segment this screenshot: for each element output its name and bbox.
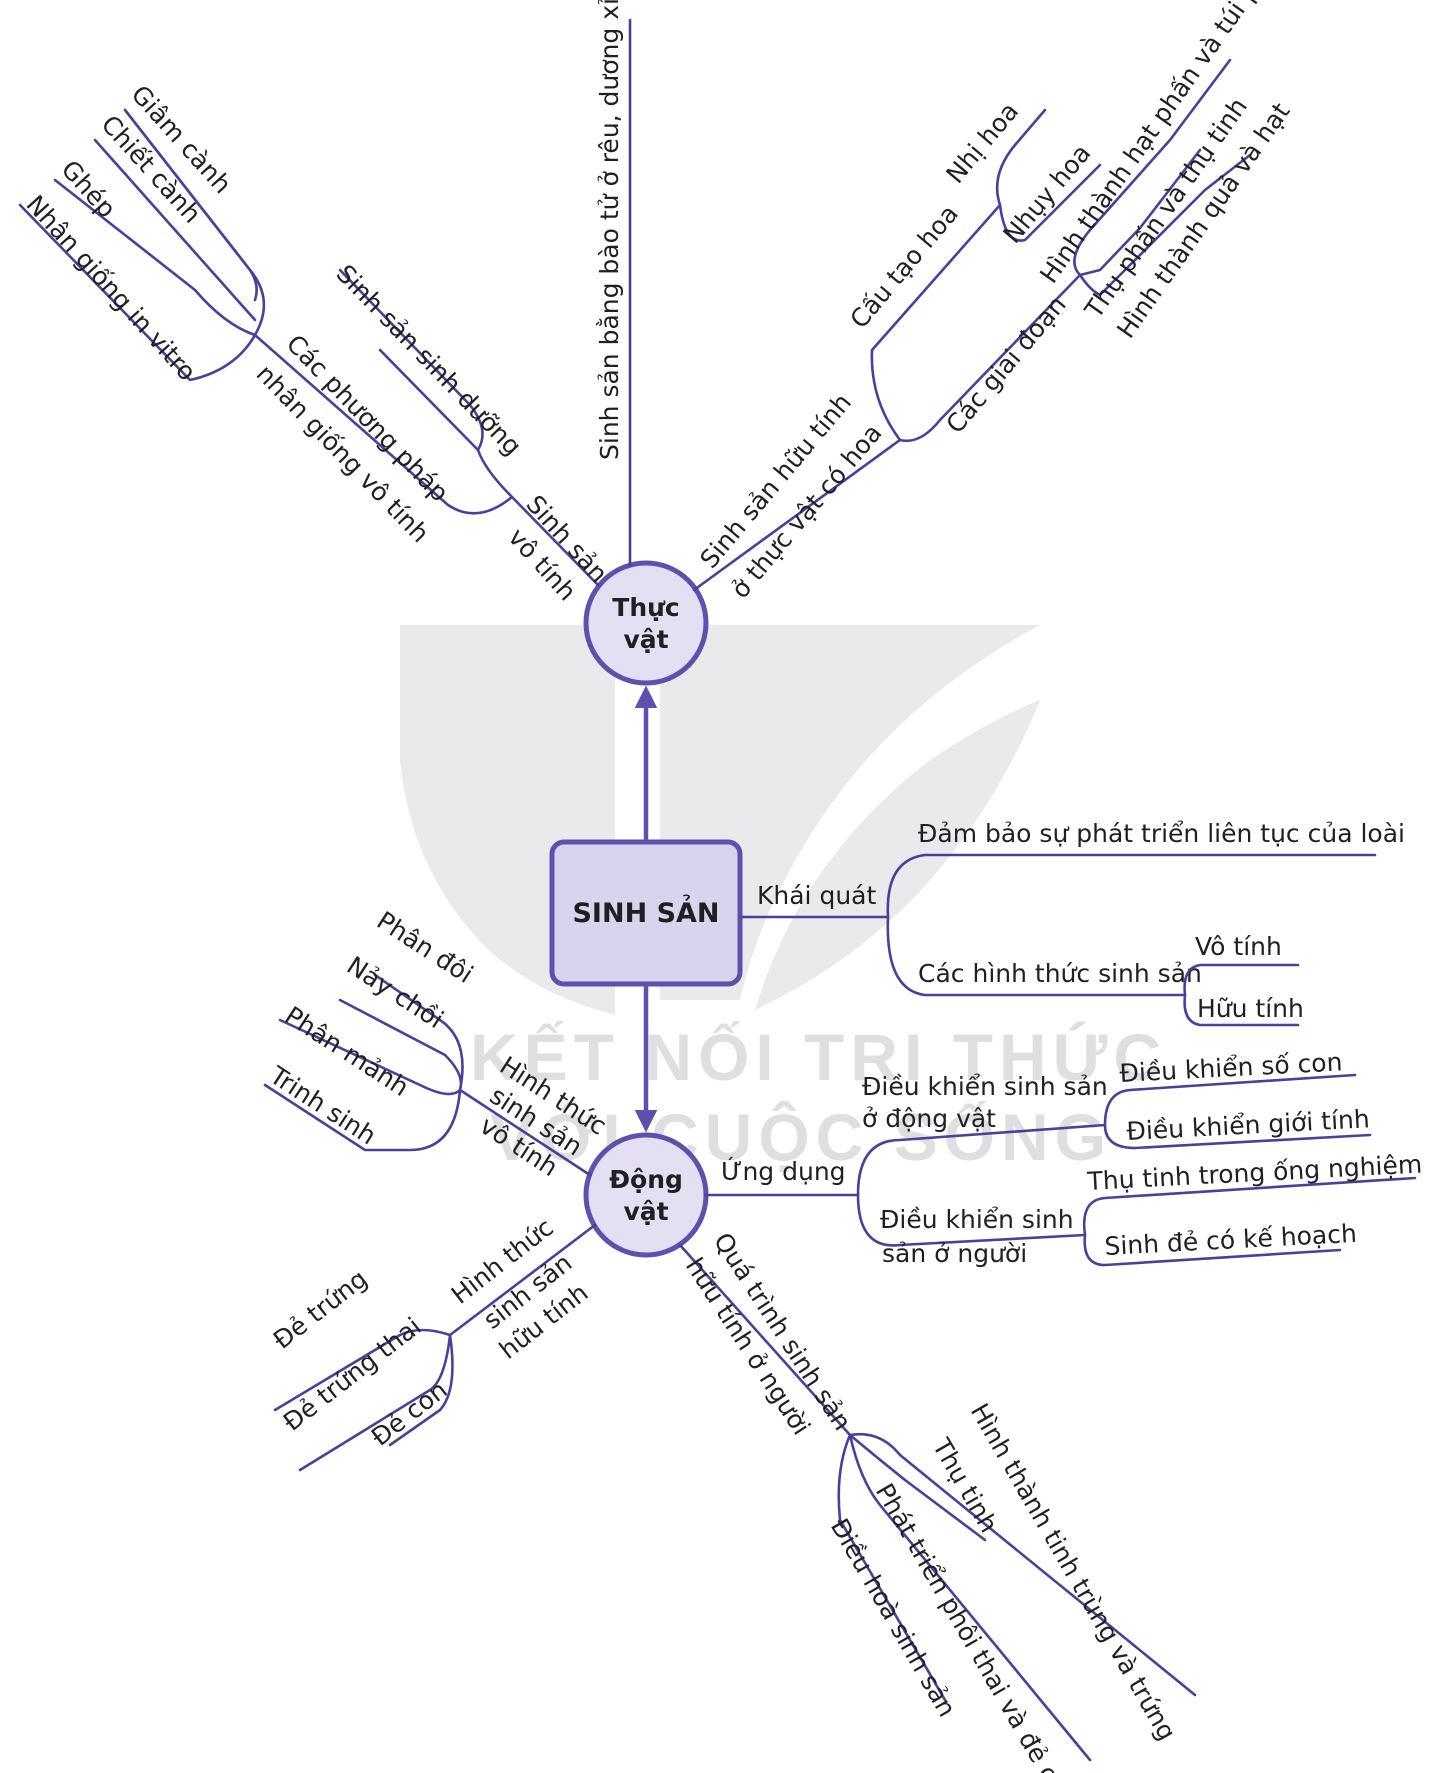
flower-part-0: Nhị hoa: [940, 97, 1024, 189]
methods-item-branch-1: [93, 138, 258, 322]
overview-continuity: Đảm bảo sự phát triển liên tục của loài: [918, 819, 1405, 848]
plants-node: Thực vật: [583, 560, 709, 686]
animal-control-label-1: Điều khiển sinh sản: [862, 1072, 1108, 1101]
applications-label: Ứng dụng: [721, 1156, 846, 1186]
applications-fork: [856, 1123, 1107, 1247]
forms-fork: [1183, 963, 1300, 1027]
stages-branch: [898, 273, 1082, 443]
stages-fork: [1073, 58, 1252, 297]
flower-parts-fork: [995, 108, 1102, 242]
animal-asexual-fork: [263, 973, 464, 1152]
human-control-fork: [1082, 1176, 1417, 1267]
overview-label: Khái quát: [757, 881, 876, 910]
form-item-0: Vô tính: [1195, 932, 1282, 961]
center-node: SINH SẢN: [549, 839, 743, 987]
stages-label: Các giai đoạn: [940, 290, 1071, 439]
human-branch: [678, 1243, 852, 1437]
animals-node-line1: Động: [609, 1165, 683, 1194]
animal-sexual-branch: [448, 1223, 597, 1337]
plants-node-line2: vật: [623, 625, 668, 654]
overview-forms: Các hình thức sinh sản: [918, 959, 1202, 988]
human-control-item-1: Sinh đẻ có kế hoạch: [1104, 1219, 1358, 1261]
methods-item-branch-2: [53, 178, 257, 337]
animals-node: Động vật: [583, 1132, 709, 1258]
center-label: SINH SẢN: [572, 894, 719, 929]
form-item-1: Hữu tính: [1197, 994, 1304, 1023]
animal-sexual-item-2: Đẻ con: [366, 1375, 453, 1452]
vegetative-branch: [338, 268, 484, 452]
spores-label: Sinh sản bằng bào tử ở rêu, dương xỉ: [595, 0, 624, 460]
watermark-line1: KẾT NỐI TRI THỨC: [470, 1020, 1167, 1094]
animal-control-fork: [1103, 1073, 1372, 1150]
human-item-3: Điều hoà sinh sản: [825, 1514, 962, 1722]
human-fork: [837, 1432, 1197, 1762]
methods-item-branch-3: [18, 203, 257, 382]
human-control-label-1: Điều khiển sinh: [880, 1205, 1074, 1234]
plant-sexual-branch: [692, 438, 902, 592]
methods-item-branch-0: [123, 108, 252, 272]
animal-control-label-2: ở động vật: [862, 1104, 996, 1133]
animal-control-item-1: Điều khiển giới tính: [1126, 1104, 1371, 1146]
plant-sexual-fork: [870, 203, 1002, 442]
animal-asexual-branch: [458, 1088, 592, 1177]
method-item-3: Nhân giống in vitro: [21, 190, 202, 387]
plants-node-line1: Thực: [612, 593, 679, 622]
plant-asexual-fork: [253, 333, 514, 515]
human-control-label-2: sản ở người: [882, 1239, 1027, 1268]
animal-sexual-item-0: Đẻ trứng: [268, 1264, 373, 1355]
animal-sexual-fork: [273, 1328, 454, 1472]
watermark-line2: VỚI CUỘC SỐNG: [490, 1100, 1112, 1174]
animals-node-line2: vật: [623, 1197, 668, 1226]
overview-fork: [886, 853, 1377, 997]
